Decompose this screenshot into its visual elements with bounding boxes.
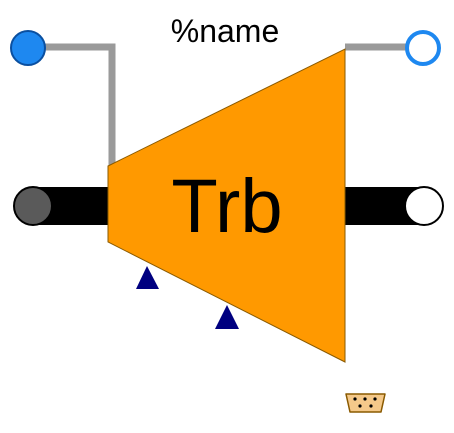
input-triangle-icon[interactable] [215,305,239,329]
bus-connector-icon[interactable] [345,393,386,413]
open-circle-port-icon[interactable] [405,30,441,66]
shaft-flange-a-icon[interactable] [13,186,53,226]
component-name-label: %name [171,13,280,49]
filled-circle-port-icon[interactable] [10,30,46,66]
inlet-pipe [30,43,116,168]
input-triangle-icon[interactable] [136,266,159,289]
shaft-flange-b-icon[interactable] [404,186,444,226]
turbine-label: Trb [171,164,282,249]
turbine-body [107,48,346,363]
